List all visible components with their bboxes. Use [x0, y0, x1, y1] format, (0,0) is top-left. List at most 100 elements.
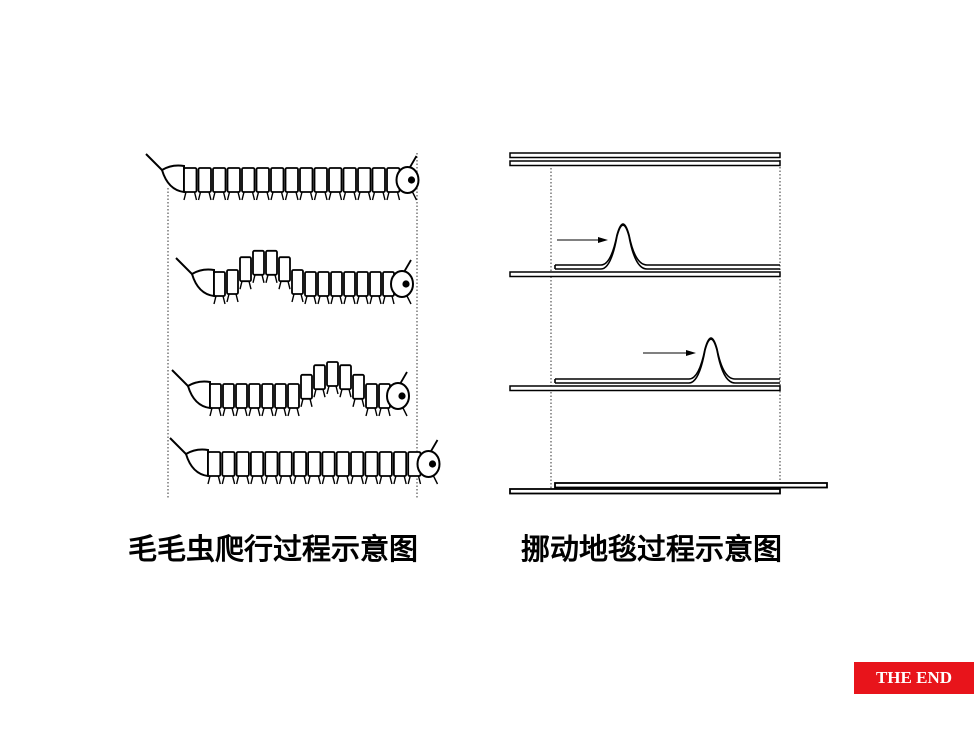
caterpillar-leg: [284, 191, 299, 201]
caterpillar-leg: [386, 191, 401, 201]
caterpillar-stage-1: [145, 153, 420, 201]
caterpillar-leg: [313, 191, 328, 201]
the-end-badge: THE END: [854, 662, 974, 694]
caterpillar-leg: [371, 191, 386, 201]
push-arrow-head: [598, 237, 608, 243]
caterpillar-segment: [226, 269, 239, 295]
caterpillar-leg: [222, 407, 235, 417]
caterpillar-segment: [292, 451, 308, 477]
caterpillar-leg: [350, 475, 364, 485]
caterpillar-head: [416, 450, 441, 478]
caterpillar-segment: [212, 167, 227, 193]
floor-line: [509, 385, 781, 392]
push-arrow-head: [686, 350, 696, 356]
caterpillar-segment: [255, 167, 270, 193]
caterpillar-stage-3: [171, 361, 410, 417]
caterpillar-leg: [226, 293, 239, 303]
caterpillar-leg: [213, 295, 226, 305]
caterpillar-leg: [207, 475, 221, 485]
caterpillar-segment: [250, 451, 265, 477]
caterpillar-leg: [342, 191, 357, 201]
caterpillar-mouth: [411, 191, 418, 201]
caterpillar-segment: [235, 451, 250, 477]
caterpillar-leg: [255, 191, 270, 201]
caterpillar-leg: [264, 475, 279, 485]
caterpillar-tail-body: [184, 448, 209, 478]
caterpillar-segment: [270, 167, 285, 193]
caterpillar-segment: [287, 383, 300, 409]
caterpillar-leg: [299, 191, 314, 201]
caterpillar-leg: [221, 475, 236, 485]
caterpillar-leg: [252, 274, 265, 283]
caterpillar-leg: [265, 274, 278, 283]
caterpillar-antenna: [408, 155, 418, 169]
caterpillar-leg: [357, 191, 372, 201]
caterpillar-leg: [364, 475, 379, 485]
caterpillar-segment: [300, 373, 313, 400]
caterpillar-eye: [428, 460, 437, 468]
caterpillar-leg: [226, 191, 241, 201]
caterpillar-leg: [241, 191, 256, 201]
caterpillar-segment: [291, 269, 304, 295]
caterpillar-tail-body: [186, 380, 211, 410]
caterpillar-leg: [248, 407, 261, 417]
caterpillar-segment: [183, 167, 198, 193]
caterpillar-segment: [369, 271, 382, 297]
caterpillar-segment: [313, 364, 326, 391]
floor-line: [509, 160, 781, 167]
caterpillar-leg: [336, 475, 350, 485]
caterpillar-leg: [328, 191, 343, 201]
caterpillar-segment: [299, 167, 314, 193]
caterpillar-segment: [222, 383, 235, 409]
carpet-strip-shifted: [554, 482, 828, 489]
carpet-strip: [509, 152, 781, 159]
carpet-moving-diagram: [509, 152, 828, 495]
caterpillar-segment: [213, 271, 226, 297]
caterpillar-leg: [235, 407, 248, 417]
caterpillar-segment: [321, 451, 336, 477]
caterpillar-segment: [371, 167, 386, 193]
caterpillar-segment: [365, 383, 378, 409]
caterpillar-segment: [226, 167, 241, 193]
caterpillar-segment: [343, 271, 356, 297]
caterpillar-segment: [274, 383, 287, 409]
caterpillar-caption: 毛毛虫爬行过程示意图: [128, 532, 419, 566]
caterpillar-segment: [252, 249, 265, 276]
caterpillar-leg: [326, 385, 339, 395]
carpet-wave: [554, 337, 780, 384]
caterpillar-segment: [265, 249, 278, 276]
caterpillar-leg: [287, 407, 300, 417]
caterpillar-antenna: [399, 371, 408, 385]
caterpillar-segment: [239, 256, 252, 283]
caterpillar-segment: [278, 451, 293, 477]
caterpillar-segment: [317, 271, 330, 297]
caterpillar-eye: [402, 280, 410, 288]
caterpillar-antenna: [403, 259, 412, 273]
caterpillar-segment: [261, 383, 274, 409]
caterpillar-leg: [235, 475, 250, 485]
caterpillar-segment: [241, 167, 256, 193]
caterpillar-segment: [313, 167, 328, 193]
caterpillar-segment: [356, 271, 369, 297]
caterpillar-leg: [291, 293, 304, 303]
caterpillar-segment: [339, 364, 352, 391]
caterpillar-eye: [398, 392, 406, 400]
carpet-caption: 挪动地毯过程示意图: [521, 532, 783, 566]
caterpillar-stage-2: [175, 249, 414, 305]
caterpillar-leg: [321, 475, 336, 485]
floor-line: [509, 488, 781, 495]
caterpillar-leg: [407, 475, 422, 485]
caterpillar-leg: [278, 281, 291, 290]
caterpillar-segment: [221, 451, 236, 477]
caterpillar-segment: [307, 451, 322, 477]
caterpillar-segment: [235, 383, 248, 409]
caterpillar-segment: [304, 271, 317, 297]
caterpillar-segment: [335, 451, 350, 477]
caterpillar-leg: [343, 295, 356, 305]
caterpillar-leg: [352, 398, 365, 407]
caterpillar-tail-body: [190, 268, 215, 298]
caterpillar-segment: [378, 451, 393, 477]
caterpillar-segment: [364, 451, 379, 477]
carpet-wave-bottom: [555, 338, 780, 384]
caterpillar-tail-body: [160, 164, 185, 194]
